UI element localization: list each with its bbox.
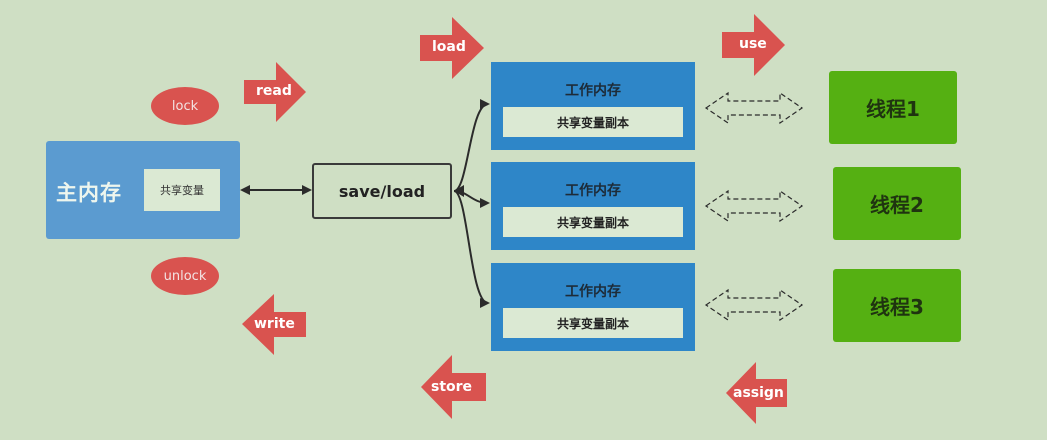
read-label: read [256,83,292,99]
shared-variable-label: 共享变量 [160,184,204,197]
work-memory-title: 工作内存 [565,284,621,300]
work-memory-title: 工作内存 [565,183,621,199]
shared-variable-copy-label: 共享变量副本 [556,316,629,331]
dashed-double-arrow-3 [704,288,804,322]
load-arrow [420,17,484,79]
shared-variable-copy-label: 共享变量副本 [556,115,629,130]
work-memory-3: 工作内存 共享变量副本 [491,263,695,351]
read-arrow [244,62,306,122]
save-load-box: save/load [312,163,452,219]
connector-saveload-work-1 [453,99,490,192]
thread-3-label: 线程3 [870,295,924,319]
shared-variable-copy: 共享变量副本 [503,207,683,237]
use-label: use [739,36,767,52]
use-arrow [722,14,785,76]
lock-label: lock [171,98,199,114]
write-arrow [242,294,306,355]
lock-oval: lock [151,87,219,125]
shared-variable-copy: 共享变量副本 [503,308,683,338]
store-label: store [431,379,473,395]
shared-variable-copy: 共享变量副本 [503,107,683,137]
work-memory-2: 工作内存 共享变量副本 [491,162,695,250]
assign-arrow [726,362,787,424]
dashed-double-arrow-2 [704,189,804,223]
store-arrow [421,355,486,419]
main-memory-box: 主内存 共享变量 [46,141,240,239]
shared-variable-box: 共享变量 [144,169,220,211]
unlock-oval: unlock [151,257,219,295]
main-memory-title: 主内存 [56,181,122,205]
thread-2-box: 线程2 [833,167,961,240]
work-memory-title: 工作内存 [565,83,621,99]
dashed-double-arrow-1 [704,91,804,125]
write-label: write [254,316,295,332]
assign-label: assign [733,385,784,401]
thread-1-label: 线程1 [866,97,920,121]
shared-variable-copy-label: 共享变量副本 [556,215,629,230]
thread-1-box: 线程1 [829,71,957,144]
work-memory-1: 工作内存 共享变量副本 [491,62,695,150]
load-label: load [432,39,466,55]
connector-junction-arrowhead [454,185,464,197]
connector-saveload-work-3 [453,190,490,308]
unlock-label: unlock [163,268,207,284]
thread-3-box: 线程3 [833,269,961,342]
thread-2-label: 线程2 [870,193,924,217]
save-load-label: save/load [338,181,426,201]
